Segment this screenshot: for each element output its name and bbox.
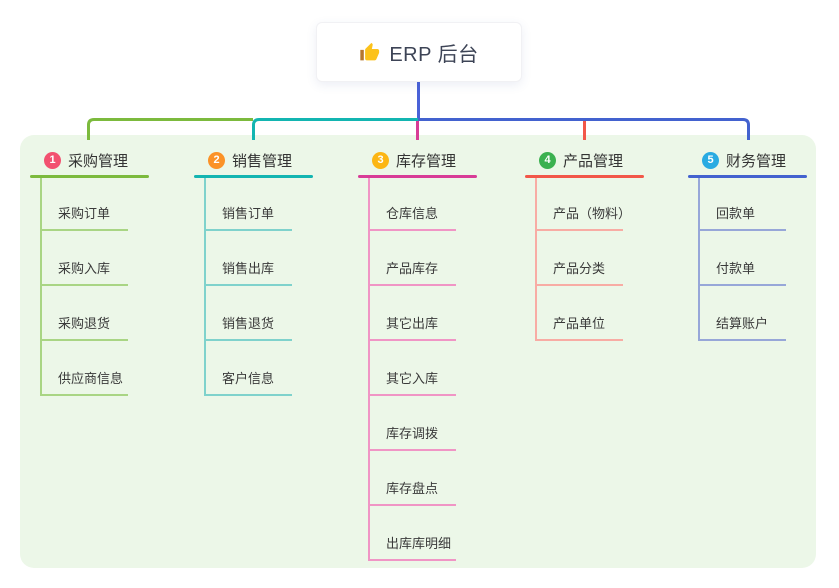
branch-badge: 3: [372, 151, 389, 169]
root-title: ERP 后台: [389, 43, 479, 66]
branch-label: 销售管理: [232, 152, 293, 170]
branch-node[interactable]: 5 财务管理: [688, 148, 786, 172]
child-connector-line: [204, 229, 292, 231]
child-connector-line: [368, 229, 456, 231]
child-connector-line: [368, 559, 456, 561]
branch-node[interactable]: 4 产品管理: [525, 148, 623, 172]
child-node[interactable]: 其它出库: [386, 316, 439, 331]
child-node[interactable]: 销售订单: [222, 206, 275, 221]
child-connector-line: [204, 284, 292, 286]
child-connector-line: [535, 229, 623, 231]
branch-spine-line: [698, 178, 700, 341]
child-node[interactable]: 产品（物料）: [553, 206, 632, 221]
child-connector-line: [40, 284, 128, 286]
child-node[interactable]: 产品分类: [553, 261, 606, 276]
child-connector-line: [698, 284, 786, 286]
child-node[interactable]: 采购入库: [58, 261, 111, 276]
child-connector-line: [698, 229, 786, 231]
branch-node[interactable]: 2 销售管理: [194, 148, 292, 172]
branch-underline: [358, 175, 477, 178]
child-connector-line: [698, 339, 786, 341]
child-connector-line: [204, 394, 292, 396]
child-node[interactable]: 采购退货: [58, 316, 111, 331]
branch-spine-line: [40, 178, 42, 396]
child-node[interactable]: 产品库存: [386, 261, 439, 276]
mindmap-canvas: [20, 135, 816, 568]
branch-spine-line: [204, 178, 206, 396]
child-connector-line: [535, 339, 623, 341]
child-connector-line: [368, 339, 456, 341]
branch-node[interactable]: 1 采购管理: [30, 148, 128, 172]
child-node[interactable]: 销售出库: [222, 261, 275, 276]
branch-label: 产品管理: [563, 152, 624, 170]
branch-badge: 5: [702, 151, 719, 169]
child-connector-line: [40, 394, 128, 396]
root-node[interactable]: ERP 后台: [316, 22, 522, 82]
child-connector-line: [368, 504, 456, 506]
branch-column: 4 产品管理 产品（物料） 产品分类 产品单位: [525, 148, 657, 568]
thumbs-up-icon: [360, 42, 380, 60]
branch-underline: [194, 175, 313, 178]
branch-badge: 4: [539, 151, 556, 169]
child-node[interactable]: 客户信息: [222, 371, 275, 386]
branch-underline: [688, 175, 807, 178]
branch-underline: [525, 175, 644, 178]
child-node[interactable]: 库存调拨: [386, 426, 439, 441]
child-node[interactable]: 出库库明细: [386, 536, 452, 551]
child-node[interactable]: 结算账户: [716, 316, 769, 331]
branch-label: 采购管理: [68, 152, 129, 170]
child-connector-line: [368, 394, 456, 396]
branch-badge: 1: [44, 151, 61, 169]
child-node[interactable]: 其它入库: [386, 371, 439, 386]
child-connector-line: [204, 339, 292, 341]
child-node[interactable]: 仓库信息: [386, 206, 439, 221]
branch-column: 3 库存管理 仓库信息 产品库存 其它出库 其它入库 库存调拨 库存盘点 出库库…: [358, 148, 490, 568]
child-node[interactable]: 采购订单: [58, 206, 111, 221]
child-node[interactable]: 产品单位: [553, 316, 606, 331]
branch-underline: [30, 175, 149, 178]
child-connector-line: [368, 449, 456, 451]
branch-spine-line: [535, 178, 537, 341]
branch-column: 2 销售管理 销售订单 销售出库 销售退货 客户信息: [194, 148, 326, 568]
branch-label: 库存管理: [396, 152, 457, 170]
child-node[interactable]: 库存盘点: [386, 481, 439, 496]
child-node[interactable]: 供应商信息: [58, 371, 124, 386]
child-node[interactable]: 销售退货: [222, 316, 275, 331]
branch-node[interactable]: 3 库存管理: [358, 148, 456, 172]
child-connector-line: [40, 339, 128, 341]
branch-column: 5 财务管理 回款单 付款单 结算账户: [688, 148, 820, 568]
child-connector-line: [40, 229, 128, 231]
child-node[interactable]: 付款单: [716, 261, 756, 276]
child-connector-line: [535, 284, 623, 286]
branch-column: 1 采购管理 采购订单 采购入库 采购退货 供应商信息: [30, 148, 162, 568]
child-node[interactable]: 回款单: [716, 206, 756, 221]
child-connector-line: [368, 284, 456, 286]
branch-badge: 2: [208, 151, 225, 169]
branch-label: 财务管理: [726, 152, 787, 170]
branch-spine-line: [368, 178, 370, 561]
